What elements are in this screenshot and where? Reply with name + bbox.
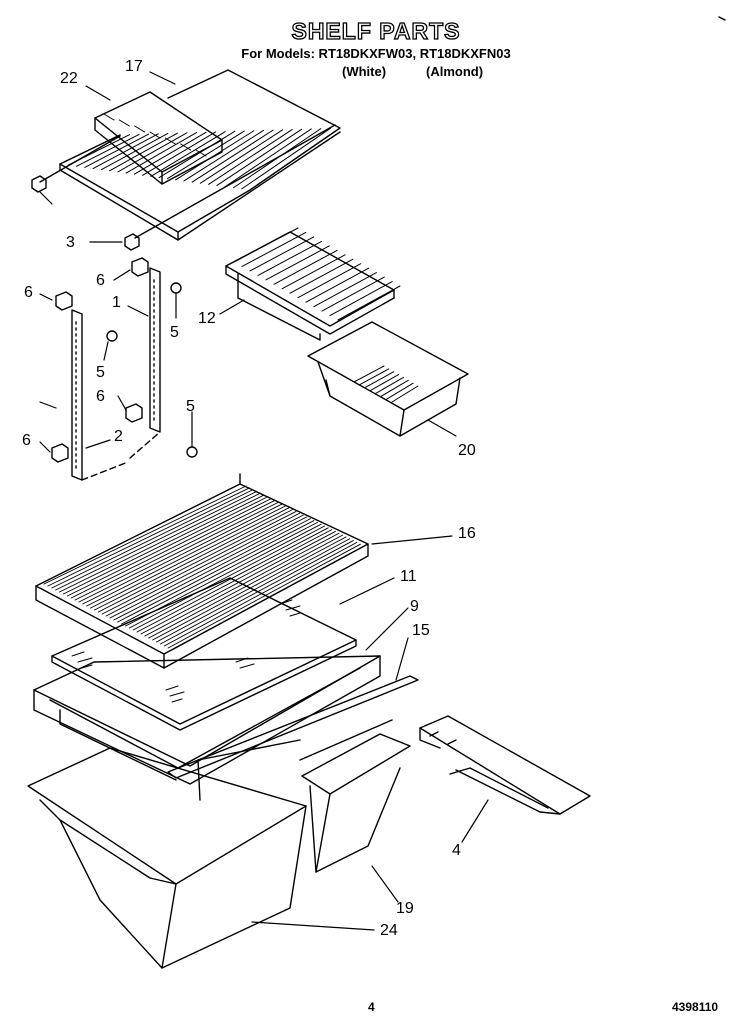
model-numbers: For Models: RT18DKXFW03, RT18DKXFN03 bbox=[241, 46, 511, 61]
callout-15: 15 bbox=[412, 622, 430, 639]
callout-17: 17 bbox=[125, 58, 143, 75]
callout-19: 19 bbox=[396, 900, 414, 917]
crisper-cover-12 bbox=[226, 228, 400, 340]
callout-5-upper: 5 bbox=[170, 324, 179, 341]
page-title: SHELF PARTS bbox=[291, 17, 461, 44]
crisper-frame-9 bbox=[34, 656, 380, 784]
callout-9: 9 bbox=[410, 598, 419, 615]
callout-5-middle: 5 bbox=[96, 364, 105, 381]
top-wire-shelf-17 bbox=[40, 70, 340, 240]
shelf-clips-6 bbox=[52, 258, 148, 462]
main-wire-shelf-16 bbox=[36, 474, 368, 668]
ice-tray-22 bbox=[95, 92, 222, 184]
color-white-label: (White) bbox=[342, 64, 387, 79]
callout-16: 16 bbox=[458, 525, 476, 542]
callout-12: 12 bbox=[198, 310, 216, 327]
callout-3: 3 bbox=[66, 234, 75, 251]
callout-24: 24 bbox=[380, 922, 398, 939]
meat-pan-20 bbox=[308, 322, 468, 436]
callout-1: 1 bbox=[112, 294, 121, 311]
color-almond-label: (Almond) bbox=[426, 64, 484, 79]
shelf-ladder-2 bbox=[72, 310, 160, 480]
callout-5-lower: 5 bbox=[186, 398, 195, 415]
callout-6-upper-left: 6 bbox=[24, 284, 33, 301]
crisper-drawer-19 bbox=[300, 720, 410, 872]
callout-6-upper-right: 6 bbox=[96, 272, 105, 289]
callout-4: 4 bbox=[452, 842, 461, 859]
leader-lines bbox=[40, 72, 488, 930]
screws-5 bbox=[107, 283, 197, 457]
crisper-drawer-24 bbox=[28, 740, 306, 968]
front-trim-15 bbox=[168, 676, 418, 778]
glass-insert-11 bbox=[52, 578, 356, 730]
end-caps-3 bbox=[32, 176, 139, 250]
page-number: 4 bbox=[368, 1000, 375, 1014]
callout-6-lower-left: 6 bbox=[22, 432, 31, 449]
cover-support-4 bbox=[420, 716, 590, 814]
callout-2: 2 bbox=[114, 428, 123, 445]
callout-11: 11 bbox=[400, 568, 417, 585]
callout-22: 22 bbox=[60, 70, 78, 87]
callout-20: 20 bbox=[458, 442, 476, 459]
document-number: 4398110 bbox=[672, 1000, 719, 1014]
shelf-ladder-1 bbox=[150, 268, 160, 432]
callout-6-lower-right: 6 bbox=[96, 388, 105, 405]
corner-mark bbox=[719, 17, 725, 20]
